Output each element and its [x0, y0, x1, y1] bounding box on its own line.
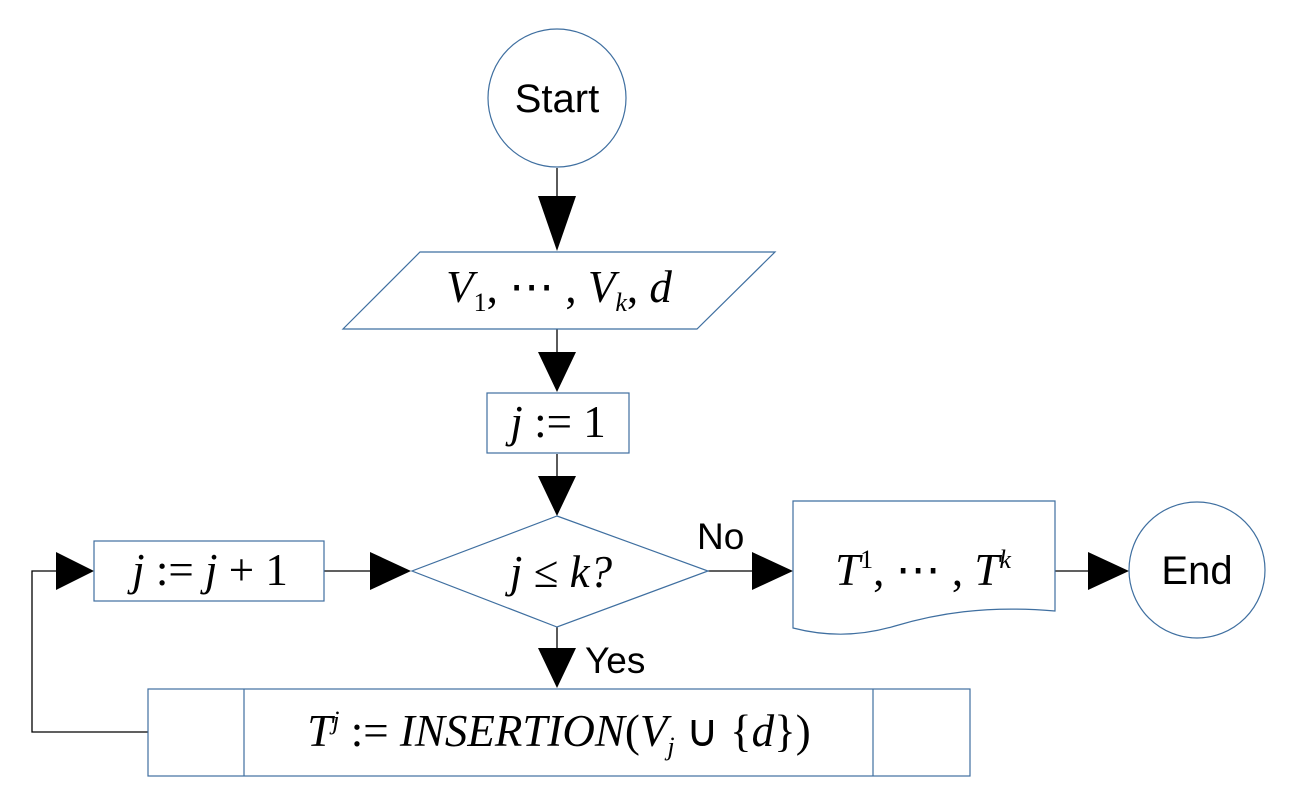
edge-process-increment	[31, 570, 148, 733]
edge-label-no: No	[697, 516, 744, 557]
end-node: End	[1128, 501, 1266, 639]
end-label: End	[1161, 549, 1232, 593]
connectors	[31, 168, 1129, 733]
process-label: Tj := INSERTION(Vj ∪ {d})	[307, 706, 811, 761]
init-label: j := 1	[505, 397, 605, 447]
arrowhead-start-input	[538, 196, 576, 251]
init-node: j := 1	[486, 392, 630, 454]
arrowhead-init-decision	[538, 476, 576, 516]
output-label: T1, ⋯ , Tk	[835, 545, 1011, 595]
arrowhead-decision-process	[538, 648, 576, 688]
edge-label-yes: Yes	[585, 640, 645, 681]
input-label: V1, ⋯ , Vk, d	[446, 262, 672, 317]
decision-label: j ≤ k?	[505, 547, 613, 597]
increment-label: j := j + 1	[127, 545, 288, 595]
arrowhead-decision-output	[752, 552, 793, 590]
arrowhead-output-end	[1088, 552, 1129, 590]
process-node: Tj := INSERTION(Vj ∪ {d})	[147, 688, 971, 777]
start-node: Start	[487, 28, 627, 168]
start-label: Start	[515, 77, 599, 121]
decision-node: j ≤ k?	[410, 515, 710, 628]
input-node: V1, ⋯ , Vk, d	[341, 251, 777, 330]
arrowhead-input-init	[538, 352, 576, 392]
arrowhead-increment-decision	[370, 552, 411, 590]
increment-node: j := j + 1	[93, 540, 325, 602]
output-node: T1, ⋯ , Tk	[792, 500, 1056, 635]
arrowhead-process-increment	[56, 552, 94, 590]
